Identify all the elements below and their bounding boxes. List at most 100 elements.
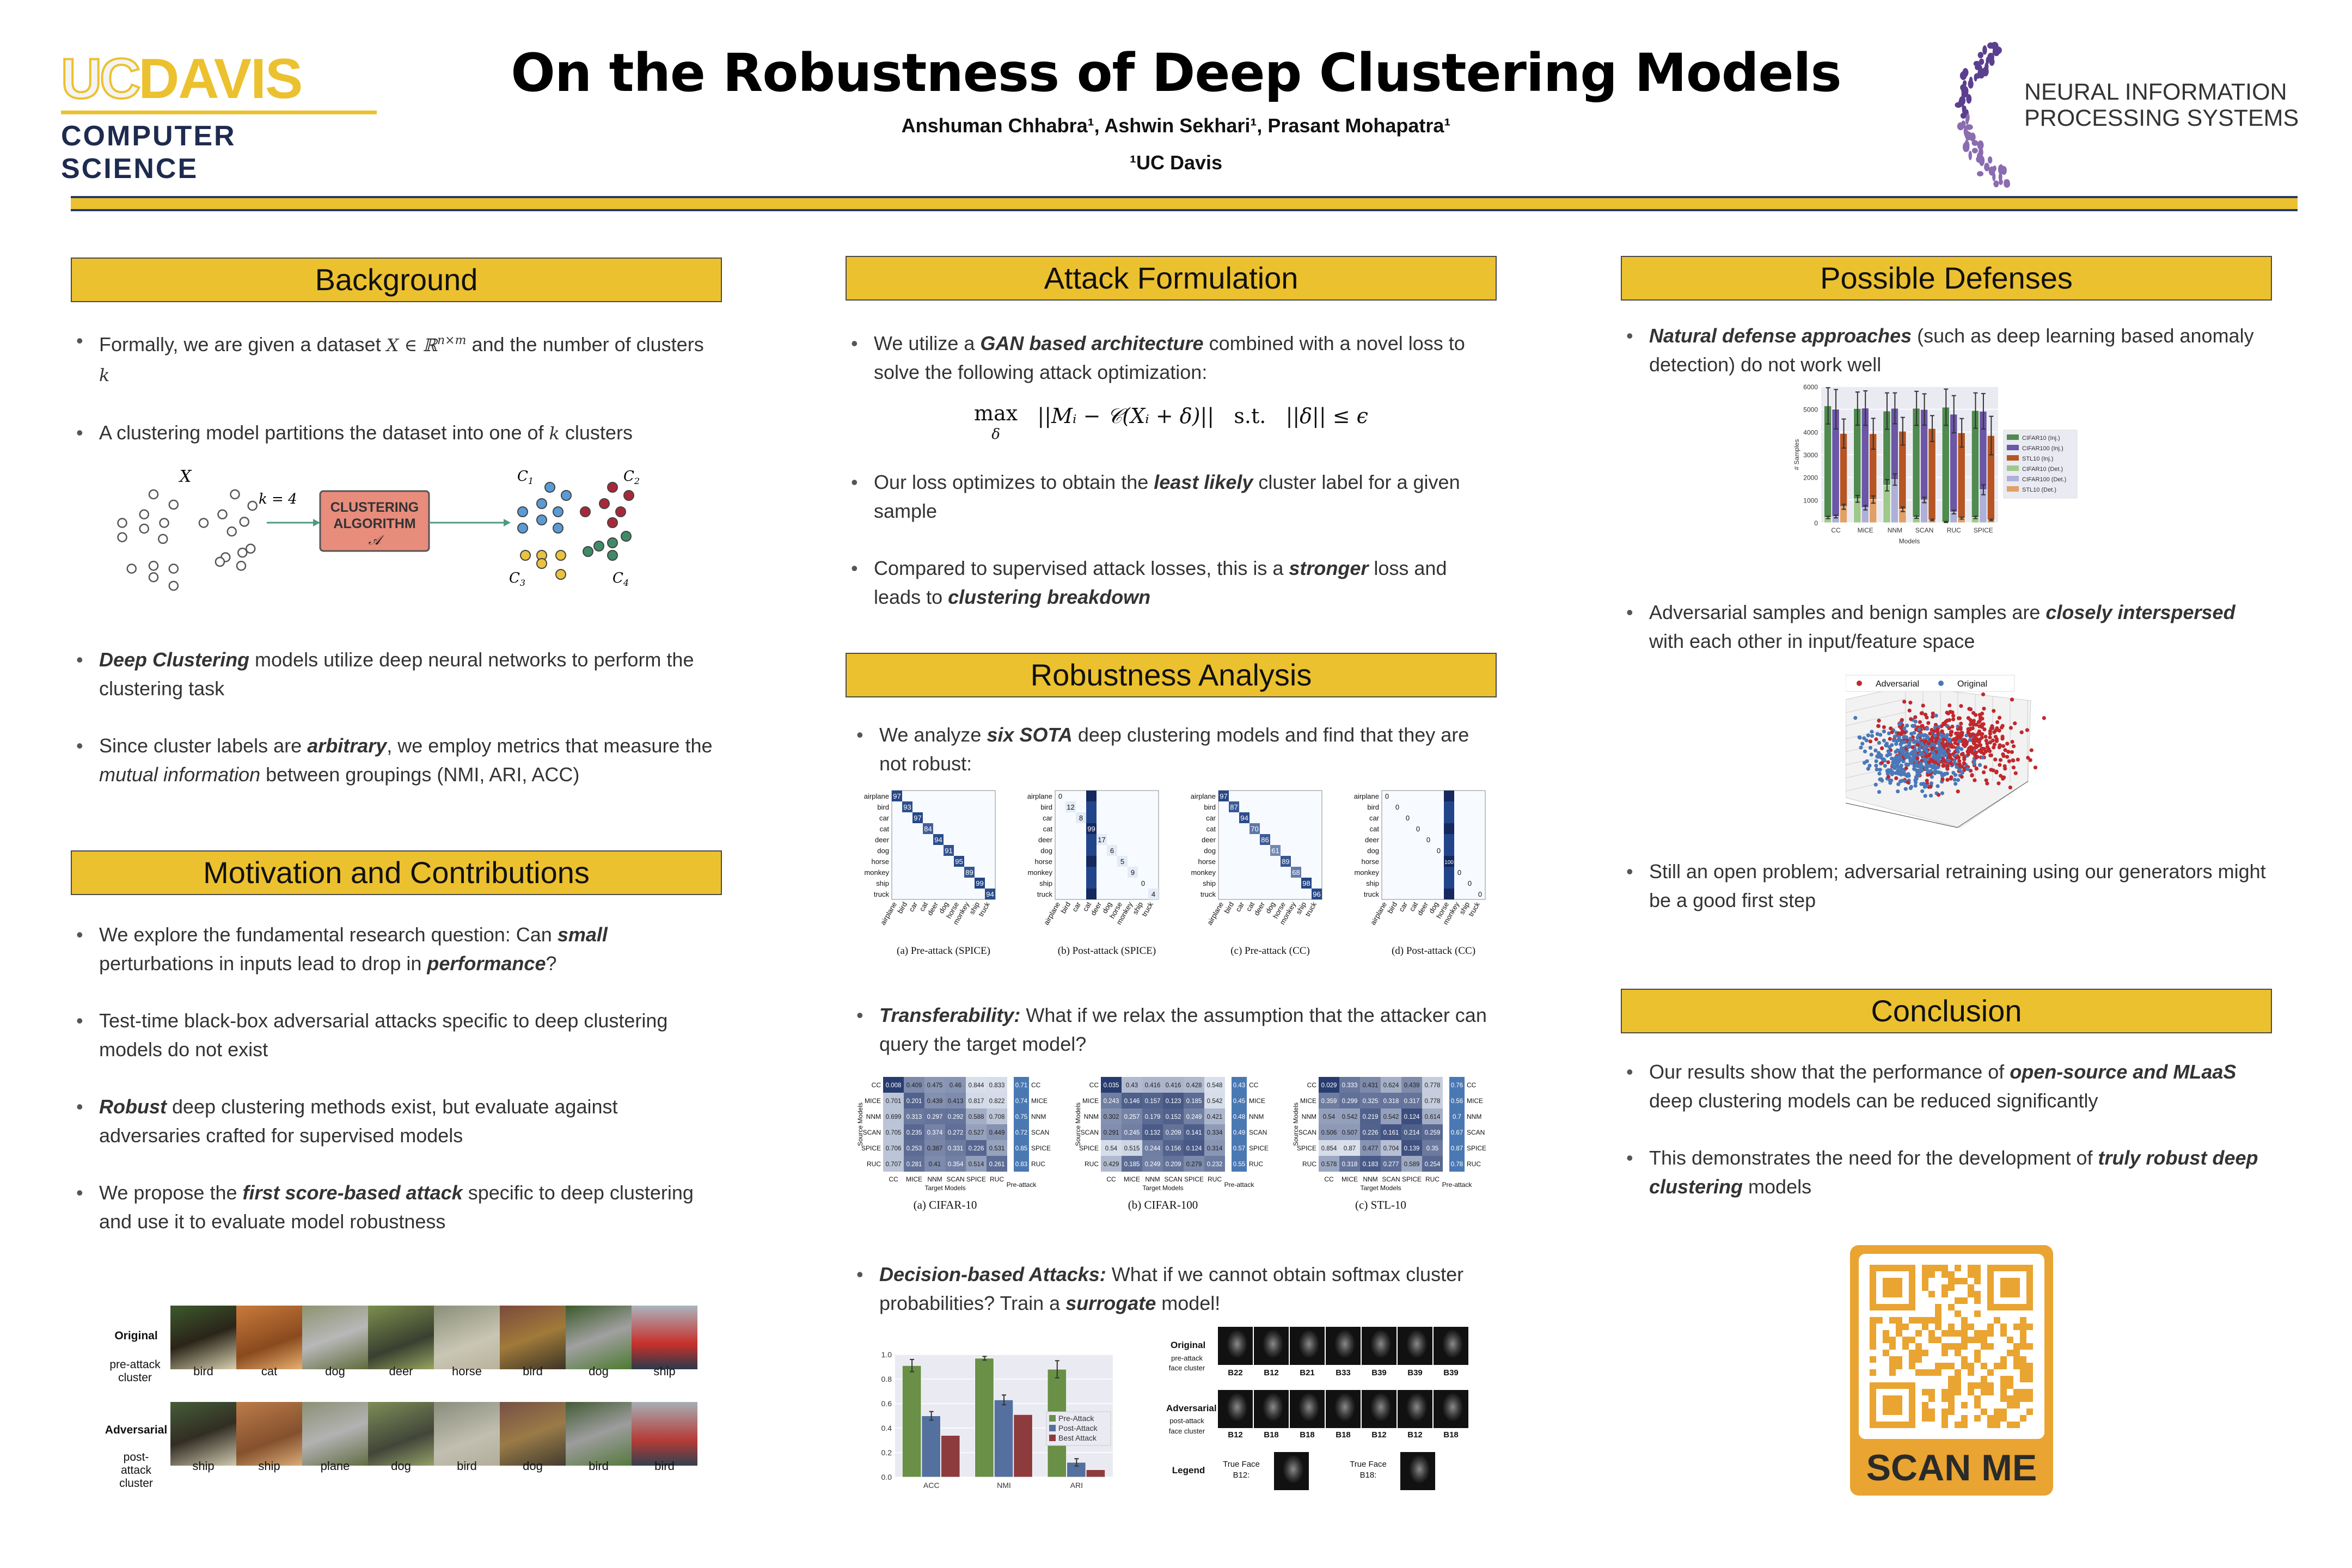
qr-module: [1935, 1337, 1941, 1343]
face-cluster-label: B12: [1264, 1368, 1279, 1377]
qr-module: [1955, 1376, 1961, 1382]
qr-module: [2026, 1395, 2033, 1402]
bullet-text: k: [549, 423, 560, 444]
qr-module: [1915, 1330, 1922, 1337]
qr-code-card[interactable]: SCAN ME: [1850, 1245, 2053, 1496]
original-point: [1935, 765, 1940, 769]
adversarial-point: [1876, 724, 1881, 728]
adversarial-point: [1998, 763, 2002, 767]
x-axis-label: Target Models: [924, 1184, 965, 1192]
bullet-text: with each other in input/feature space: [1649, 630, 1975, 652]
qr-code-icon[interactable]: [1870, 1265, 2033, 1428]
preattack-cell: [1014, 1156, 1029, 1172]
cell-value: 89: [1282, 857, 1289, 866]
face-image: [1362, 1390, 1396, 1428]
cell-value: 0.531: [989, 1146, 1005, 1152]
cell-value: 0: [1395, 803, 1399, 811]
row-label: deer: [875, 836, 890, 844]
legend-swatch: [2007, 476, 2019, 481]
bullet-text: This demonstrates the need for the devel…: [1649, 1147, 2098, 1169]
heatmap-cell: [1142, 1093, 1163, 1108]
qr-module: [1928, 1415, 1935, 1422]
face-image: [1254, 1327, 1289, 1365]
qr-module: [1941, 1265, 1948, 1271]
heatmap-cell: [1101, 1140, 1122, 1156]
data-point: [236, 561, 247, 571]
adversarial-point: [1959, 764, 1964, 769]
logo-dot: [1992, 50, 1999, 56]
original-point: [1910, 724, 1915, 728]
original-point: [1873, 748, 1878, 753]
face-image: [1434, 1327, 1468, 1365]
cell-value: 0.249: [1186, 1114, 1202, 1120]
qr-module: [2020, 1324, 2026, 1330]
col-label: car: [1070, 900, 1082, 913]
original-image: [302, 1306, 368, 1369]
cluster-label: ship: [653, 1364, 676, 1378]
logo-dot: [1982, 45, 1987, 55]
original-point: [1886, 768, 1890, 773]
heatmap-cell: [1360, 1156, 1381, 1172]
qr-module: [2007, 1402, 2013, 1408]
original-point: [1863, 749, 1867, 754]
qr-module: [1928, 1369, 1935, 1376]
original-point: [1923, 794, 1927, 798]
original-point: [1931, 755, 1935, 759]
y-axis-label: Source Models: [856, 1102, 864, 1146]
cell-value: 0.232: [1207, 1161, 1223, 1168]
col-label: airplane: [1369, 901, 1388, 927]
bullet-text: Since cluster labels are: [99, 734, 308, 757]
cluster-point: [544, 482, 555, 493]
original-point: [1952, 761, 1957, 765]
data-point: [239, 517, 249, 527]
cluster-label: dog: [391, 1459, 411, 1473]
qr-module: [1955, 1265, 1961, 1271]
original-point: [1913, 783, 1918, 788]
cell-value: 0.261: [989, 1161, 1005, 1168]
adversarial-point: [2000, 725, 2004, 730]
row-label: monkey: [1354, 868, 1379, 877]
adversarial-point: [2011, 765, 2016, 770]
original-point: [1964, 733, 1969, 738]
row-subtitle: pre-attack: [1171, 1354, 1203, 1362]
adversarial-point: [2003, 748, 2007, 752]
qr-module: [1974, 1415, 1981, 1422]
original-point: [1882, 757, 1886, 762]
logo-dot: [1955, 102, 1962, 108]
y-tick-label: 2000: [1803, 474, 1818, 482]
adversarial-point: [1927, 741, 1931, 746]
algorithm-line2: ALGORITHM: [333, 516, 415, 531]
cluster-label: plane: [320, 1459, 350, 1473]
original-point: [1902, 726, 1907, 731]
face-clusters-figure: Original pre-attack face cluster Adversa…: [1165, 1320, 1492, 1494]
qr-module: [1955, 1369, 1961, 1376]
original-point: [1921, 757, 1926, 761]
cluster-point: [553, 506, 564, 517]
heatmap-cell: [1204, 1093, 1225, 1108]
heatmap-cell: [987, 1108, 1007, 1124]
cell-value: 0.299: [1342, 1098, 1358, 1105]
heatmap-cell: [1163, 1093, 1184, 1108]
original-point: [1869, 752, 1873, 757]
qr-module: [1968, 1271, 1974, 1278]
face-image: [1400, 1452, 1435, 1490]
row-label: cat: [1043, 825, 1053, 833]
cell-value: 0.428: [1186, 1082, 1202, 1089]
row-label: MICE: [1300, 1097, 1316, 1105]
bullet-text: perturbations in inputs lead to drop in: [99, 952, 427, 975]
adversarial-point: [1928, 731, 1932, 736]
adversarial-point: [1973, 778, 1977, 782]
face-image: [1434, 1390, 1468, 1428]
cell-value: 0.699: [886, 1114, 902, 1120]
row-label: dog: [1204, 847, 1216, 855]
original-point: [1938, 738, 1942, 743]
qr-module: [1935, 1304, 1941, 1310]
cell-value: 0.416: [1145, 1082, 1161, 1089]
original-point: [1915, 736, 1920, 740]
qr-module: [1948, 1402, 1955, 1408]
row-label: RUC: [1085, 1160, 1099, 1168]
row-label-right: SCAN: [1249, 1129, 1267, 1136]
cell-value: 0.254: [1425, 1161, 1441, 1168]
heatmap-cell: [1381, 1124, 1401, 1140]
adversarial-point: [1974, 766, 1979, 771]
